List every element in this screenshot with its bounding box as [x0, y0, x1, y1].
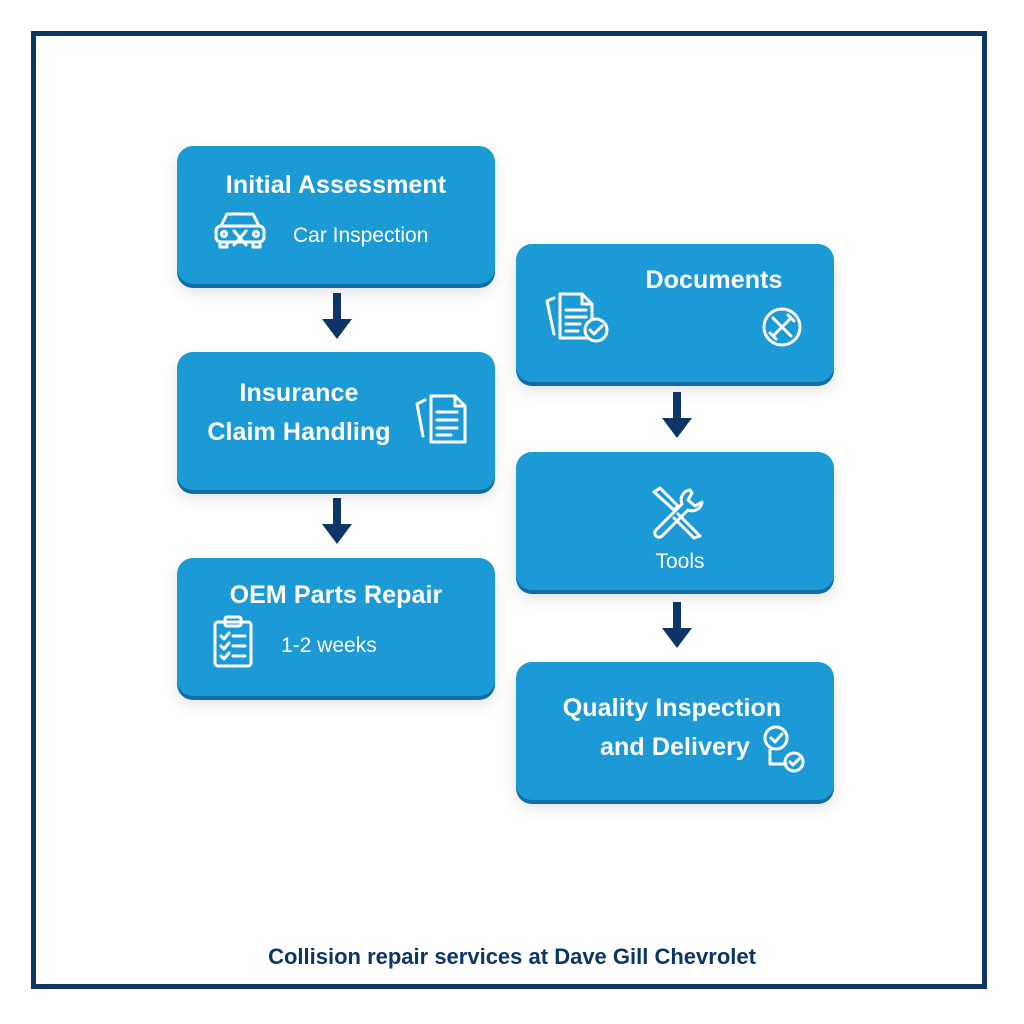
document-check-icon	[544, 290, 614, 346]
arrow-down-icon	[322, 498, 352, 544]
step-title-line1: Quality Inspection	[562, 694, 782, 722]
step-title: Initial Assessment	[225, 171, 447, 199]
step-title: OEM Parts Repair	[229, 581, 443, 609]
step-title: Documents	[645, 266, 783, 294]
step-title-line2: Claim Handling	[207, 418, 391, 446]
checklist-icon	[211, 614, 255, 668]
diagram-caption: Collision repair services at Dave Gill C…	[268, 944, 756, 969]
step-tools: Tools	[516, 452, 834, 590]
step-subtitle: Tools	[655, 550, 705, 573]
documents-icon	[413, 392, 469, 446]
car-repair-icon	[211, 208, 269, 252]
step-documents: Documents	[516, 244, 834, 382]
step-initial-assessment: Initial Assessment Car Inspection	[177, 146, 495, 284]
step-subtitle: Car Inspection	[293, 224, 429, 247]
arrow-down-icon	[662, 602, 692, 648]
step-title-line2: and Delivery	[600, 733, 750, 761]
quality-check-icon	[762, 724, 806, 774]
step-title-line1: Insurance	[239, 379, 359, 407]
wrench-screwdriver-icon	[648, 484, 706, 542]
arrow-down-icon	[662, 392, 692, 438]
arrow-down-icon	[322, 293, 352, 339]
step-insurance-claim: Insurance Claim Handling	[177, 352, 495, 490]
step-subtitle: 1-2 weeks	[281, 634, 377, 657]
diagram-frame	[31, 31, 987, 989]
tools-circle-icon	[760, 305, 804, 349]
step-oem-parts-repair: OEM Parts Repair 1-2 weeks	[177, 558, 495, 696]
step-quality-delivery: Quality Inspection and Delivery	[516, 662, 834, 800]
